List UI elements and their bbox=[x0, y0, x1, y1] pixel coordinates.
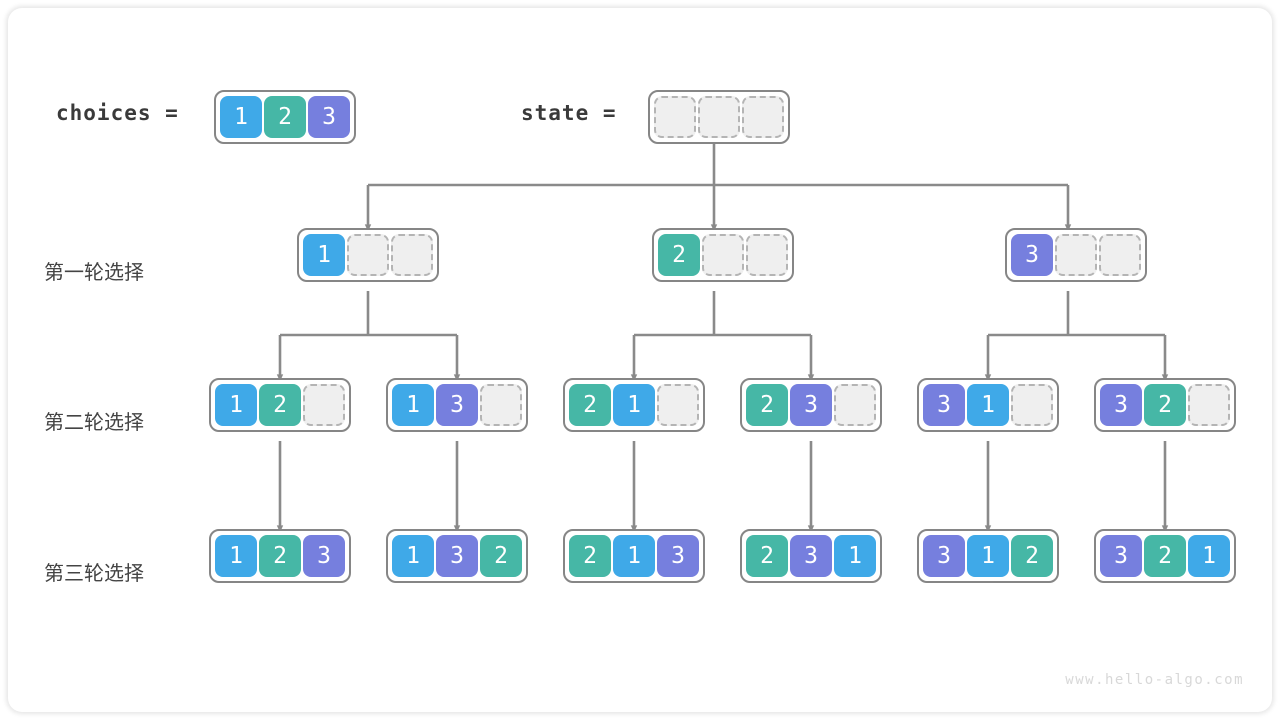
choices-cell-1: 2 bbox=[264, 96, 306, 138]
level2-node-4-cell-0: 2 bbox=[746, 384, 788, 426]
level1-node-1-empty-slot-1 bbox=[347, 234, 389, 276]
level2-node-6-empty-slot-2 bbox=[1188, 384, 1230, 426]
level1-node-3-empty-slot-2 bbox=[1099, 234, 1141, 276]
state-array-root bbox=[648, 90, 790, 144]
level1-node-1: 1 bbox=[297, 228, 439, 282]
level1-node-2-cell-0: 2 bbox=[658, 234, 700, 276]
row-label-round-3: 第三轮选择 bbox=[44, 563, 144, 585]
level2-node-5-cell-0: 3 bbox=[923, 384, 965, 426]
connector-layer bbox=[276, 140, 1169, 533]
level3-node-2-cell-0: 1 bbox=[392, 535, 434, 577]
watermark: www.hello-algo.com bbox=[1065, 672, 1244, 688]
level2-node-3-cell-1: 1 bbox=[613, 384, 655, 426]
choices-cell-0: 1 bbox=[220, 96, 262, 138]
level3-node-2-cell-1: 3 bbox=[436, 535, 478, 577]
level3-node-1-cell-2: 3 bbox=[303, 535, 345, 577]
level1-node-2: 2 bbox=[652, 228, 794, 282]
state-root-empty-slot-0 bbox=[654, 96, 696, 138]
level3-node-6-cell-2: 1 bbox=[1188, 535, 1230, 577]
level1-node-2-empty-slot-2 bbox=[746, 234, 788, 276]
level2-node-4-cell-1: 3 bbox=[790, 384, 832, 426]
level2-node-2-empty-slot-2 bbox=[480, 384, 522, 426]
level3-node-4-cell-0: 2 bbox=[746, 535, 788, 577]
level2-node-5-empty-slot-2 bbox=[1011, 384, 1053, 426]
level3-node-6-cell-0: 3 bbox=[1100, 535, 1142, 577]
level3-node-3-cell-1: 1 bbox=[613, 535, 655, 577]
level1-node-2-empty-slot-1 bbox=[702, 234, 744, 276]
level2-node-6-cell-0: 3 bbox=[1100, 384, 1142, 426]
level2-node-3-cell-0: 2 bbox=[569, 384, 611, 426]
level2-node-1-empty-slot-2 bbox=[303, 384, 345, 426]
state-root-empty-slot-1 bbox=[698, 96, 740, 138]
level1-node-1-empty-slot-2 bbox=[391, 234, 433, 276]
level3-node-6-cell-1: 2 bbox=[1144, 535, 1186, 577]
level2-node-1-cell-0: 1 bbox=[215, 384, 257, 426]
level2-node-2-cell-0: 1 bbox=[392, 384, 434, 426]
level3-node-3-cell-0: 2 bbox=[569, 535, 611, 577]
level3-node-4-cell-2: 1 bbox=[834, 535, 876, 577]
level3-node-2-cell-2: 2 bbox=[480, 535, 522, 577]
level1-node-3-empty-slot-1 bbox=[1055, 234, 1097, 276]
level3-node-5-cell-0: 3 bbox=[923, 535, 965, 577]
level2-node-3-empty-slot-2 bbox=[657, 384, 699, 426]
level1-node-3-cell-0: 3 bbox=[1011, 234, 1053, 276]
level2-node-6-cell-1: 2 bbox=[1144, 384, 1186, 426]
row-label-round-2: 第二轮选择 bbox=[44, 412, 144, 434]
choices-label: choices = bbox=[56, 101, 179, 125]
level3-node-1-cell-1: 2 bbox=[259, 535, 301, 577]
level3-node-5-cell-2: 2 bbox=[1011, 535, 1053, 577]
level3-node-1-cell-0: 1 bbox=[215, 535, 257, 577]
level2-node-4-empty-slot-2 bbox=[834, 384, 876, 426]
level3-node-5-cell-1: 1 bbox=[967, 535, 1009, 577]
choices-cell-2: 3 bbox=[308, 96, 350, 138]
level2-node-1-cell-1: 2 bbox=[259, 384, 301, 426]
row-label-round-1: 第一轮选择 bbox=[44, 262, 144, 284]
level3-node-3-cell-2: 3 bbox=[657, 535, 699, 577]
level1-node-3: 3 bbox=[1005, 228, 1147, 282]
level2-node-2-cell-1: 3 bbox=[436, 384, 478, 426]
level1-node-1-cell-0: 1 bbox=[303, 234, 345, 276]
level2-node-5-cell-1: 1 bbox=[967, 384, 1009, 426]
state-root-empty-slot-2 bbox=[742, 96, 784, 138]
level3-node-4-cell-1: 3 bbox=[790, 535, 832, 577]
state-label: state = bbox=[521, 101, 617, 125]
